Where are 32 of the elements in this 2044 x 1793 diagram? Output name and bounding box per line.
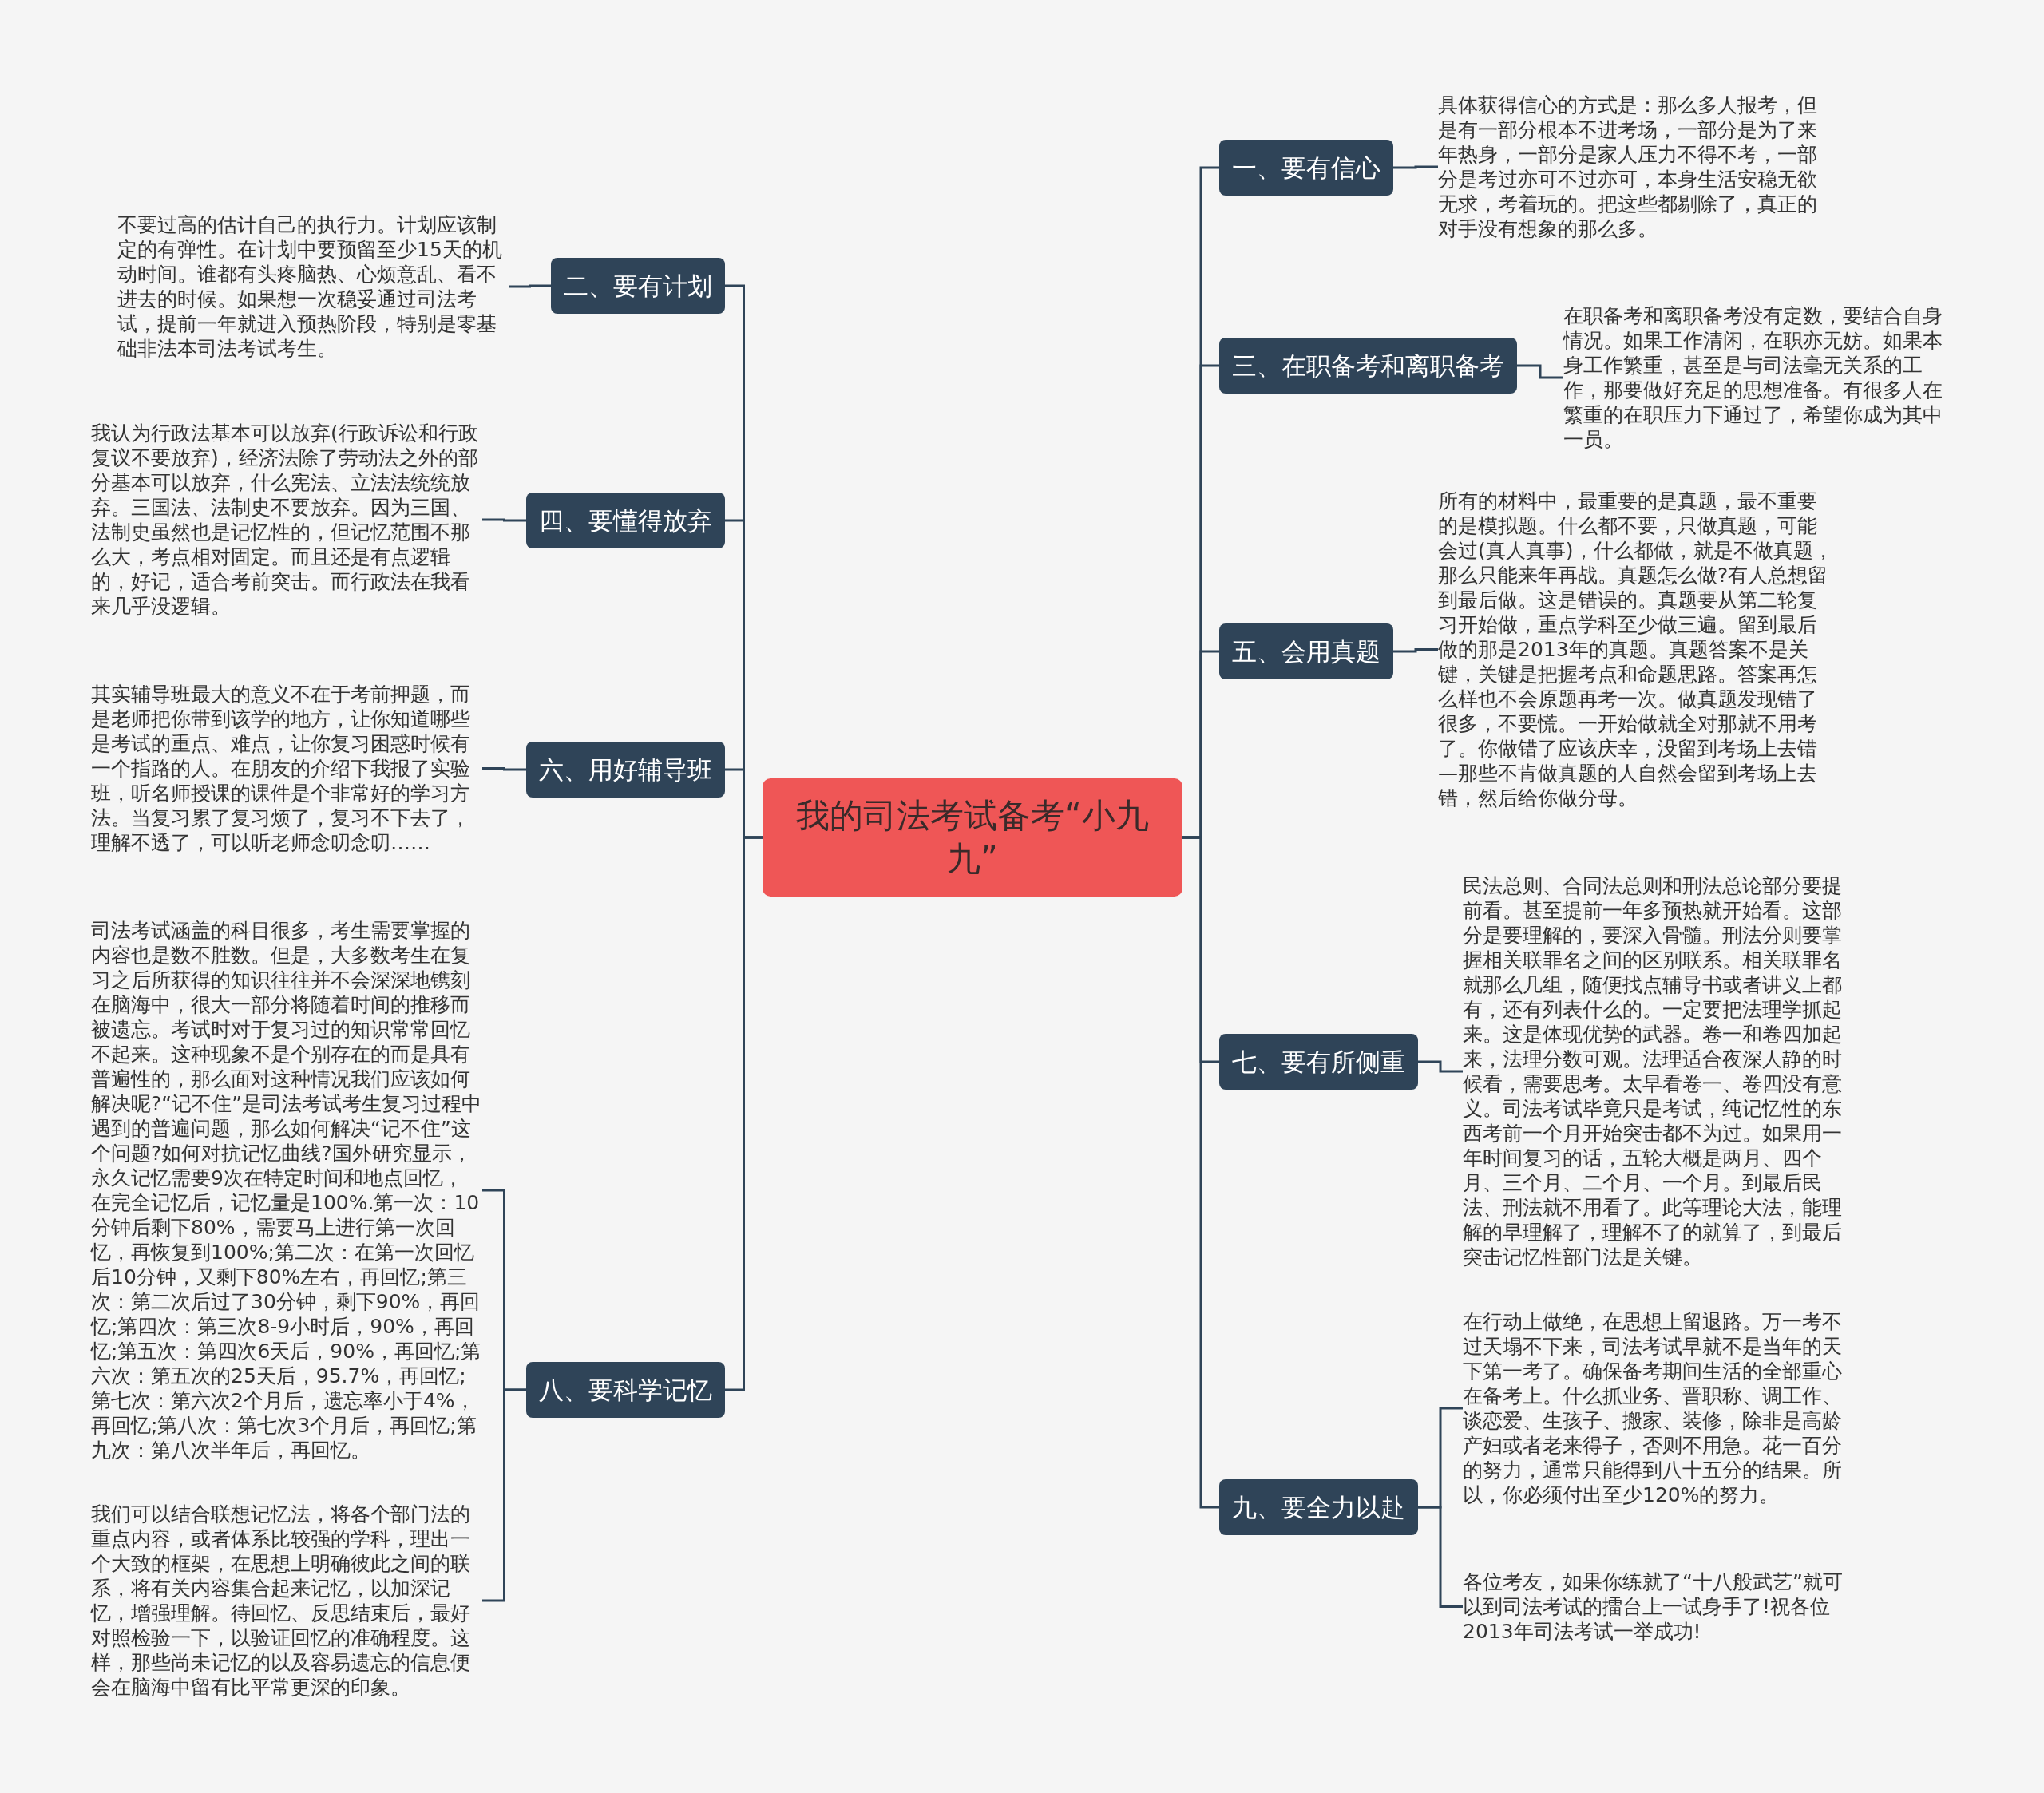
connector-line — [1182, 836, 1219, 1509]
topic-box: 八、要科学记忆 — [526, 1362, 725, 1418]
note-text: 在职备考和离职备考没有定数，要结合自身情况。如果工作清闲，在职亦无妨。如果本身工作繁重，甚至是与司法毫无关系的工作，那要做好充足的思想准备。有很多人在繁重的在职压力下通过了，希望你成为其中一员。 — [1563, 303, 1959, 452]
topic-box: 七、要有所侧重 — [1219, 1034, 1418, 1090]
topic-box: 三、在职备考和离职备考 — [1219, 338, 1517, 394]
connector-line — [482, 767, 526, 771]
topic-box: 九、要全力以赴 — [1219, 1479, 1418, 1535]
note-text: 不要过高的估计自己的执行力。计划应该制定的有弹性。在计划中要预留至少15天的机动时间。谁都有头疼脑热、心烦意乱、看不进去的时候。如果想一次稳妥通过司法考试，提前一年就进入预热阶段，特别是零基础非法本司法考试考生。 — [117, 212, 509, 361]
connector-line — [725, 836, 763, 1391]
connector-line — [1517, 364, 1563, 379]
note-text: 在行动上做绝，在思想上留退路。万一考不过天塌不下来，司法考试早就不是当年的天下第一考了。确保备考期间生活的全部重心在备考上。什么抓业务、晋职称、调工作、谈恋爱、生孩子、搬家、装修，除非是高龄产妇或者老来得子，否则不用急。花一百分的努力，通常只能得到八十五分的结果。所以，你必须付出至少120%的努力。 — [1463, 1309, 1858, 1507]
topic-box: 六、用好辅导班 — [526, 742, 725, 798]
topic-box: 五、会用真题 — [1219, 623, 1393, 679]
note-text: 我们可以结合联想记忆法，将各个部门法的重点内容，或者体系比较强的学科，理出一个大致的框架，在思想上明确彼此之间的联系，将有关内容集合起来记忆，以加深记忆，增强理解。待回忆、反思结束后，最好对照检验一下，以验证回忆的准确程度。这样，那些尚未记忆的以及容易遗忘的信息便会在脑海中留有比平常更深的印象。 — [91, 1502, 482, 1700]
central-topic-box: 我的司法考试备考“小九九” — [763, 778, 1182, 896]
note-text: 我认为行政法基本可以放弃(行政诉讼和行政复议不要放弃)，经济法除了劳动法之外的部分基本可以放弃，什么宪法、立法法统统放弃。三国法、法制史不要放弃。因为三国、法制史虽然也是记忆性的，但记忆范围不那么大，考点相对固定。而且还是有点逻辑的，好记，适合考前突击。而行政法在我看来几乎没逻辑。 — [91, 421, 482, 619]
connector-line — [1418, 1060, 1463, 1073]
connector-line — [509, 284, 551, 288]
note-text: 具体获得信心的方式是：那么多人报考，但是有一部分根本不进考场，一部分是为了来年热身，一部分是家人压力不得不考，一部分是考过亦可不过亦可，本身生活安稳无欲无求，考着玩的。把这些都剔除了，真正的对手没有想象的那么多。 — [1438, 93, 1833, 241]
connector-line — [482, 518, 526, 522]
connector-line — [1393, 648, 1438, 653]
topic-box: 一、要有信心 — [1219, 140, 1393, 196]
connector-line — [1418, 1506, 1463, 1608]
note-text: 各位考友，如果你练就了“十八般武艺”就可以到司法考试的擂台上一试身手了!祝各位2013年司法考试一举成功! — [1463, 1569, 1858, 1644]
note-text: 其实辅导班最大的意义不在于考前押题，而是老师把你带到该学的地方，让你知道哪些是考试的重点、难点，让你复习困惑时候有一个指路的人。在朋友的介绍下我报了实验班，听名师授课的课件是个非常好的学习方法。当复习累了复习烦了，复习不下去了，理解不透了，可以听老师念叨念叨…… — [91, 682, 482, 855]
connector-line — [482, 1388, 526, 1602]
note-text: 司法考试涵盖的科目很多，考生需要掌握的内容也是数不胜数。但是，大多数考生在复习之后所获得的知识往往并不会深深地镌刻在脑海中，很大一部分将随着时间的推移而被遗忘。考试时对于复习过的知识常常回忆不起来。这种现象不是个别存在的而是具有普遍性的，那么面对这种情况我们应该如何解决呢?“记不住”是司法考试考生复习过程中遇到的普遍问题，那么如何解决“记不住”这个问题?如何对抗记忆曲线?国外研究显示，永久记忆需要9次在特定时间和地点回忆，在完全记忆后，记忆量是100%.第一次：10分钟后剩下80%，需要马上进行第一次回忆，再恢复到100%;第二次：在第一次回忆后10分钟，又剩下80%左右，再回忆;第三次：第二次后过了30分钟，剩下90%，再回忆;第四次：第三次8-9小时后，90%，再回忆;第五次：第四次6天后，90%，再回忆;第六次：第五次的25天后，95.7%，再回忆;第七次：第六次2个月后，遗忘率小于4%，再回忆;第八次：第七次3个月后，再回忆;第九次：第八次半年后，再回忆。 — [91, 918, 482, 1463]
topic-box: 四、要懂得放弃 — [526, 493, 725, 548]
connector-line — [1393, 165, 1438, 169]
note-text: 所有的材料中，最重要的是真题，最不重要的是模拟题。什么都不要，只做真题，可能会过(真人真事)，什么都做，就是不做真题，那么只能来年再战。真题怎么做?有人总想留到最后做。这是错误的。真题要从第二轮复习开始做，重点学科至少做三遍。留到最后做的那是2013年的真题。真题答案不是关键，关键是把握考点和命题思路。答案再怎么样也不会原题再考一次。做真题发现错了很多，不要慌。一开始做就全对那就不用考了。你做错了应该庆幸，没留到考场上去错—那些不肯做真题的人自然会留到考场上去错，然后给你做分母。 — [1438, 489, 1833, 810]
topic-box: 二、要有计划 — [551, 258, 725, 314]
note-text: 民法总则、合同法总则和刑法总论部分要提前看。甚至提前一年多预热就开始看。这部分是要理解的，要深入骨髓。刑法分则要掌握相关联罪名之间的区别联系。相关联罪名就那么几组，随便找点辅导书或者讲义上都有，还有列表什么的。一定要把法理学抓起来。这是体现优势的武器。卷一和卷四加起来，法理分数可观。法理适合夜深人静的时候看，需要思考。太早看卷一、卷四没有意义。司法考试毕竟只是考试，纯记忆性的东西考前一个月开始突击都不为过。如果用一年时间复习的话，五轮大概是两月、四个月、三个月、二个月、一个月。到最后民法、刑法就不用看了。此等理论大法，能理解的早理解了，理解不了的就算了，到最后突击记忆性部门法是关键。 — [1463, 873, 1858, 1269]
